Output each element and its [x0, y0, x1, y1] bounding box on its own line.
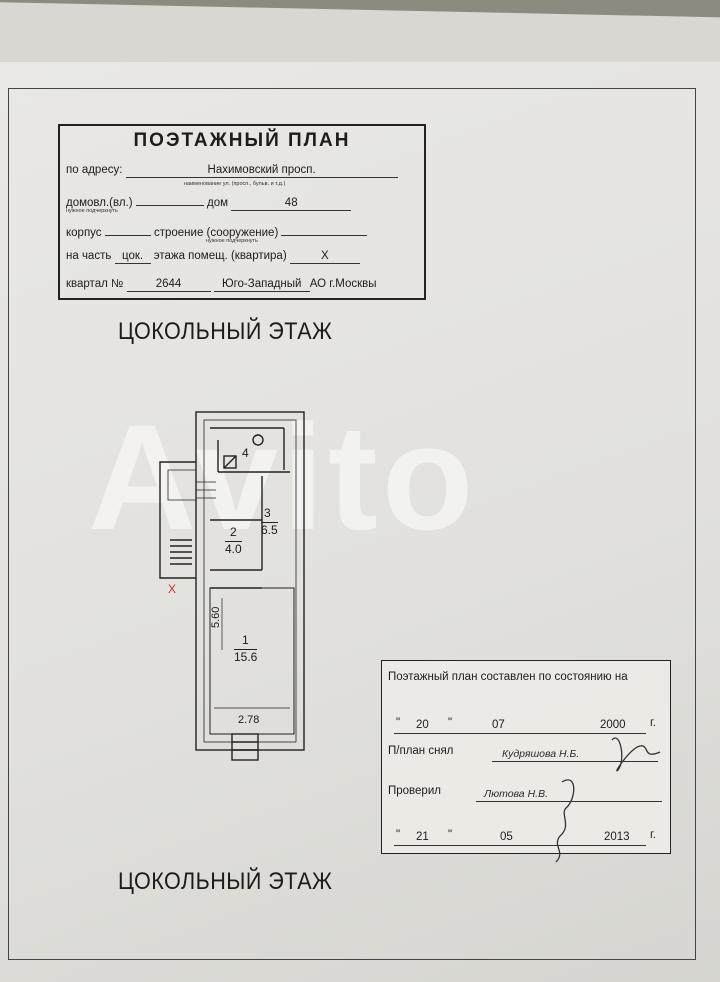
room1-area: 15.6 — [234, 649, 258, 664]
dim-horizontal-label: 2.78 — [238, 714, 260, 726]
header-box: ПОЭТАЖНЫЙ ПЛАН по адресу: Нахимовский пр… — [58, 124, 426, 300]
date2-open-quote: " — [396, 829, 401, 841]
date1-close-quote: " — [448, 717, 453, 729]
date2-close-quote: " — [448, 829, 453, 841]
date1-month: 07 — [492, 719, 505, 731]
dom-label: дом — [206, 197, 228, 209]
part-label: на часть — [66, 250, 112, 262]
dom-value: 48 — [231, 197, 352, 211]
address-hint: наименование ул. (просп., бульв. и т.д.) — [184, 181, 286, 187]
checked-line — [476, 801, 662, 802]
checked-label: Проверил — [388, 785, 441, 797]
room3-area: 6.5 — [261, 522, 278, 537]
signature-2 — [555, 779, 575, 863]
korpus-hint: нужное подчеркнуть — [206, 238, 258, 244]
address-label: по адресу: — [66, 164, 123, 176]
date1-day: 20 — [416, 719, 429, 731]
kvartal-value: 2644 — [126, 278, 211, 292]
floor-value: X — [289, 250, 360, 264]
domovl-row: домовл.(вл.) дом 48 — [66, 192, 352, 211]
toilet-icon — [252, 434, 264, 446]
stamp-line1: Поэтажный план составлен по состоянию на — [388, 671, 628, 683]
entrance-mark: X — [168, 582, 177, 596]
room1-number: 1 — [242, 633, 249, 647]
korpus-row: корпус строение (сооружение) — [66, 222, 368, 239]
sink-diagonal — [223, 455, 237, 469]
part-row: на часть цок. этажа помещ. (квартира) X — [66, 250, 360, 264]
date2-line — [394, 845, 646, 846]
stair-annex-inner — [167, 469, 196, 501]
plan-title: ПОЭТАЖНЫЙ ПЛАН — [133, 130, 351, 151]
domovl-label: домовл.(вл.) — [66, 197, 133, 209]
room4-number: 4 — [242, 446, 249, 460]
date1-year: 2000 — [600, 719, 626, 731]
district-suffix: АО г.Москвы — [309, 278, 377, 290]
heading-top: ЦОКОЛЬНЫЙ ЭТАЖ — [118, 318, 333, 345]
stroenie-label: строение (сооружение) — [153, 227, 279, 239]
checked-name: Лютова Н.В. — [484, 788, 548, 800]
taken-label: П/план снял — [388, 745, 454, 757]
taken-line — [492, 761, 658, 762]
address-row: по адресу: Нахимовский просп. — [66, 164, 398, 178]
date1-year-suffix: г. — [650, 717, 656, 729]
stroenie-value — [281, 222, 368, 236]
stamp-box: Поэтажный план составлен по состоянию на… — [381, 660, 671, 854]
room2-area: 4.0 — [225, 541, 242, 556]
date1-open-quote: " — [396, 717, 401, 729]
address-value: Нахимовский просп. — [125, 164, 398, 178]
district-value: Юго-Западный — [213, 278, 310, 292]
date1-line — [394, 733, 646, 734]
heading-bottom: ЦОКОЛЬНЫЙ ЭТАЖ — [118, 868, 333, 895]
korpus-label: корпус — [66, 227, 102, 239]
entry-steps — [231, 733, 259, 761]
korpus-value — [104, 222, 151, 236]
floor-plan — [159, 411, 305, 761]
date2-day: 21 — [416, 831, 429, 843]
signature-1 — [611, 737, 661, 772]
kvartal-label: квартал № — [66, 278, 124, 290]
domovl-value — [135, 192, 204, 206]
signatures — [555, 737, 661, 863]
avito-watermark: Avito — [88, 393, 478, 561]
room3-number: 3 — [264, 506, 271, 520]
floor-label: этажа помещ. (квартира) — [153, 250, 287, 262]
date2-year-suffix: г. — [650, 829, 656, 841]
part-value: цок. — [114, 250, 151, 264]
taken-name: Кудряшова Н.Б. — [502, 748, 580, 760]
domovl-hint: нужное подчеркнуть — [66, 208, 118, 214]
stair-annex-wall — [159, 461, 196, 579]
date2-month: 05 — [500, 831, 513, 843]
sink-icon — [223, 455, 237, 469]
date2-year: 2013 — [604, 831, 630, 843]
room2-number: 2 — [230, 525, 237, 539]
